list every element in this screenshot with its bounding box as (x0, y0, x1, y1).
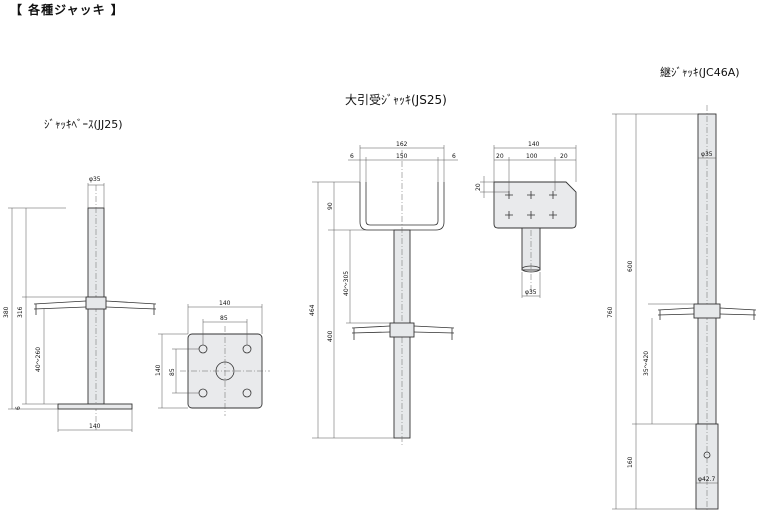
dim-js25s-20b: 20 (560, 153, 568, 160)
dim-js25s-20v: 20 (475, 183, 482, 191)
dim-plate-h: 140 (155, 364, 162, 376)
dim-js25-150: 150 (396, 153, 408, 160)
js25-handle-nut (389, 322, 415, 338)
dim-js25-162: 162 (396, 141, 408, 148)
dim-plate-w: 140 (219, 300, 231, 307)
jc46a-handle-nut (693, 303, 721, 319)
product-label-js25: 大引受ｼﾞｬｯｷ(JS25) (345, 93, 447, 107)
dim-jj25-base: 140 (89, 423, 101, 430)
dim-jj25-range: 40～260 (35, 347, 42, 372)
dim-jc-600: 600 (627, 260, 634, 272)
dim-js25-400: 400 (327, 330, 334, 342)
jj25-base-plate (57, 403, 133, 410)
js25-handle (351, 325, 455, 334)
jj25-handle-nut (85, 296, 107, 310)
js25-drawing (312, 145, 458, 445)
dim-js25-90: 90 (327, 202, 334, 210)
dim-jc-dia2: φ42.7 (698, 476, 716, 483)
js25-side-plate (493, 181, 577, 229)
dim-js25-6a: 6 (350, 153, 354, 160)
dim-plate-pitch-v: 85 (169, 368, 176, 376)
product-label-jc46a: 継ｼﾞｬｯｷ(JC46A) (660, 66, 740, 79)
jc46a-handle (657, 307, 757, 316)
dim-js25-464: 464 (309, 304, 316, 316)
page-title: 【 各種ジャッキ 】 (10, 3, 124, 17)
dim-jc-range: 35～420 (643, 351, 650, 376)
dim-js25s-20a: 20 (496, 153, 504, 160)
dim-jj25-dia: φ35 (89, 176, 101, 183)
jj25-handle (33, 300, 157, 310)
dim-plate-pitch: 85 (220, 315, 228, 322)
dim-jc-160: 160 (627, 456, 634, 468)
dim-js25-range: 40～305 (343, 271, 350, 296)
dim-jj25-h316: 316 (17, 306, 24, 318)
base-plate-top-view (158, 304, 270, 416)
dim-jc-dia: φ35 (701, 151, 713, 158)
jj25-drawing (8, 183, 157, 432)
dim-js25-6b: 6 (452, 153, 456, 160)
dim-jj25-h380: 380 (3, 306, 10, 318)
js25-side-view (480, 145, 577, 298)
dim-js25s-140: 140 (528, 141, 540, 148)
jc46a-pin-hole (703, 451, 711, 459)
dim-jc-760: 760 (607, 306, 614, 318)
dim-js25s-dia: φ35 (525, 289, 537, 296)
jc46a-drawing (612, 105, 757, 512)
product-label-jj25: ｼﾞｬｯｷﾍﾞｰｽ(JJ25) (44, 118, 123, 131)
dim-js25s-100: 100 (526, 153, 538, 160)
dimension-labels: φ35 380 316 40～260 6 140 140 85 140 85 1… (3, 141, 716, 483)
dim-jj25-6: 6 (15, 406, 22, 410)
